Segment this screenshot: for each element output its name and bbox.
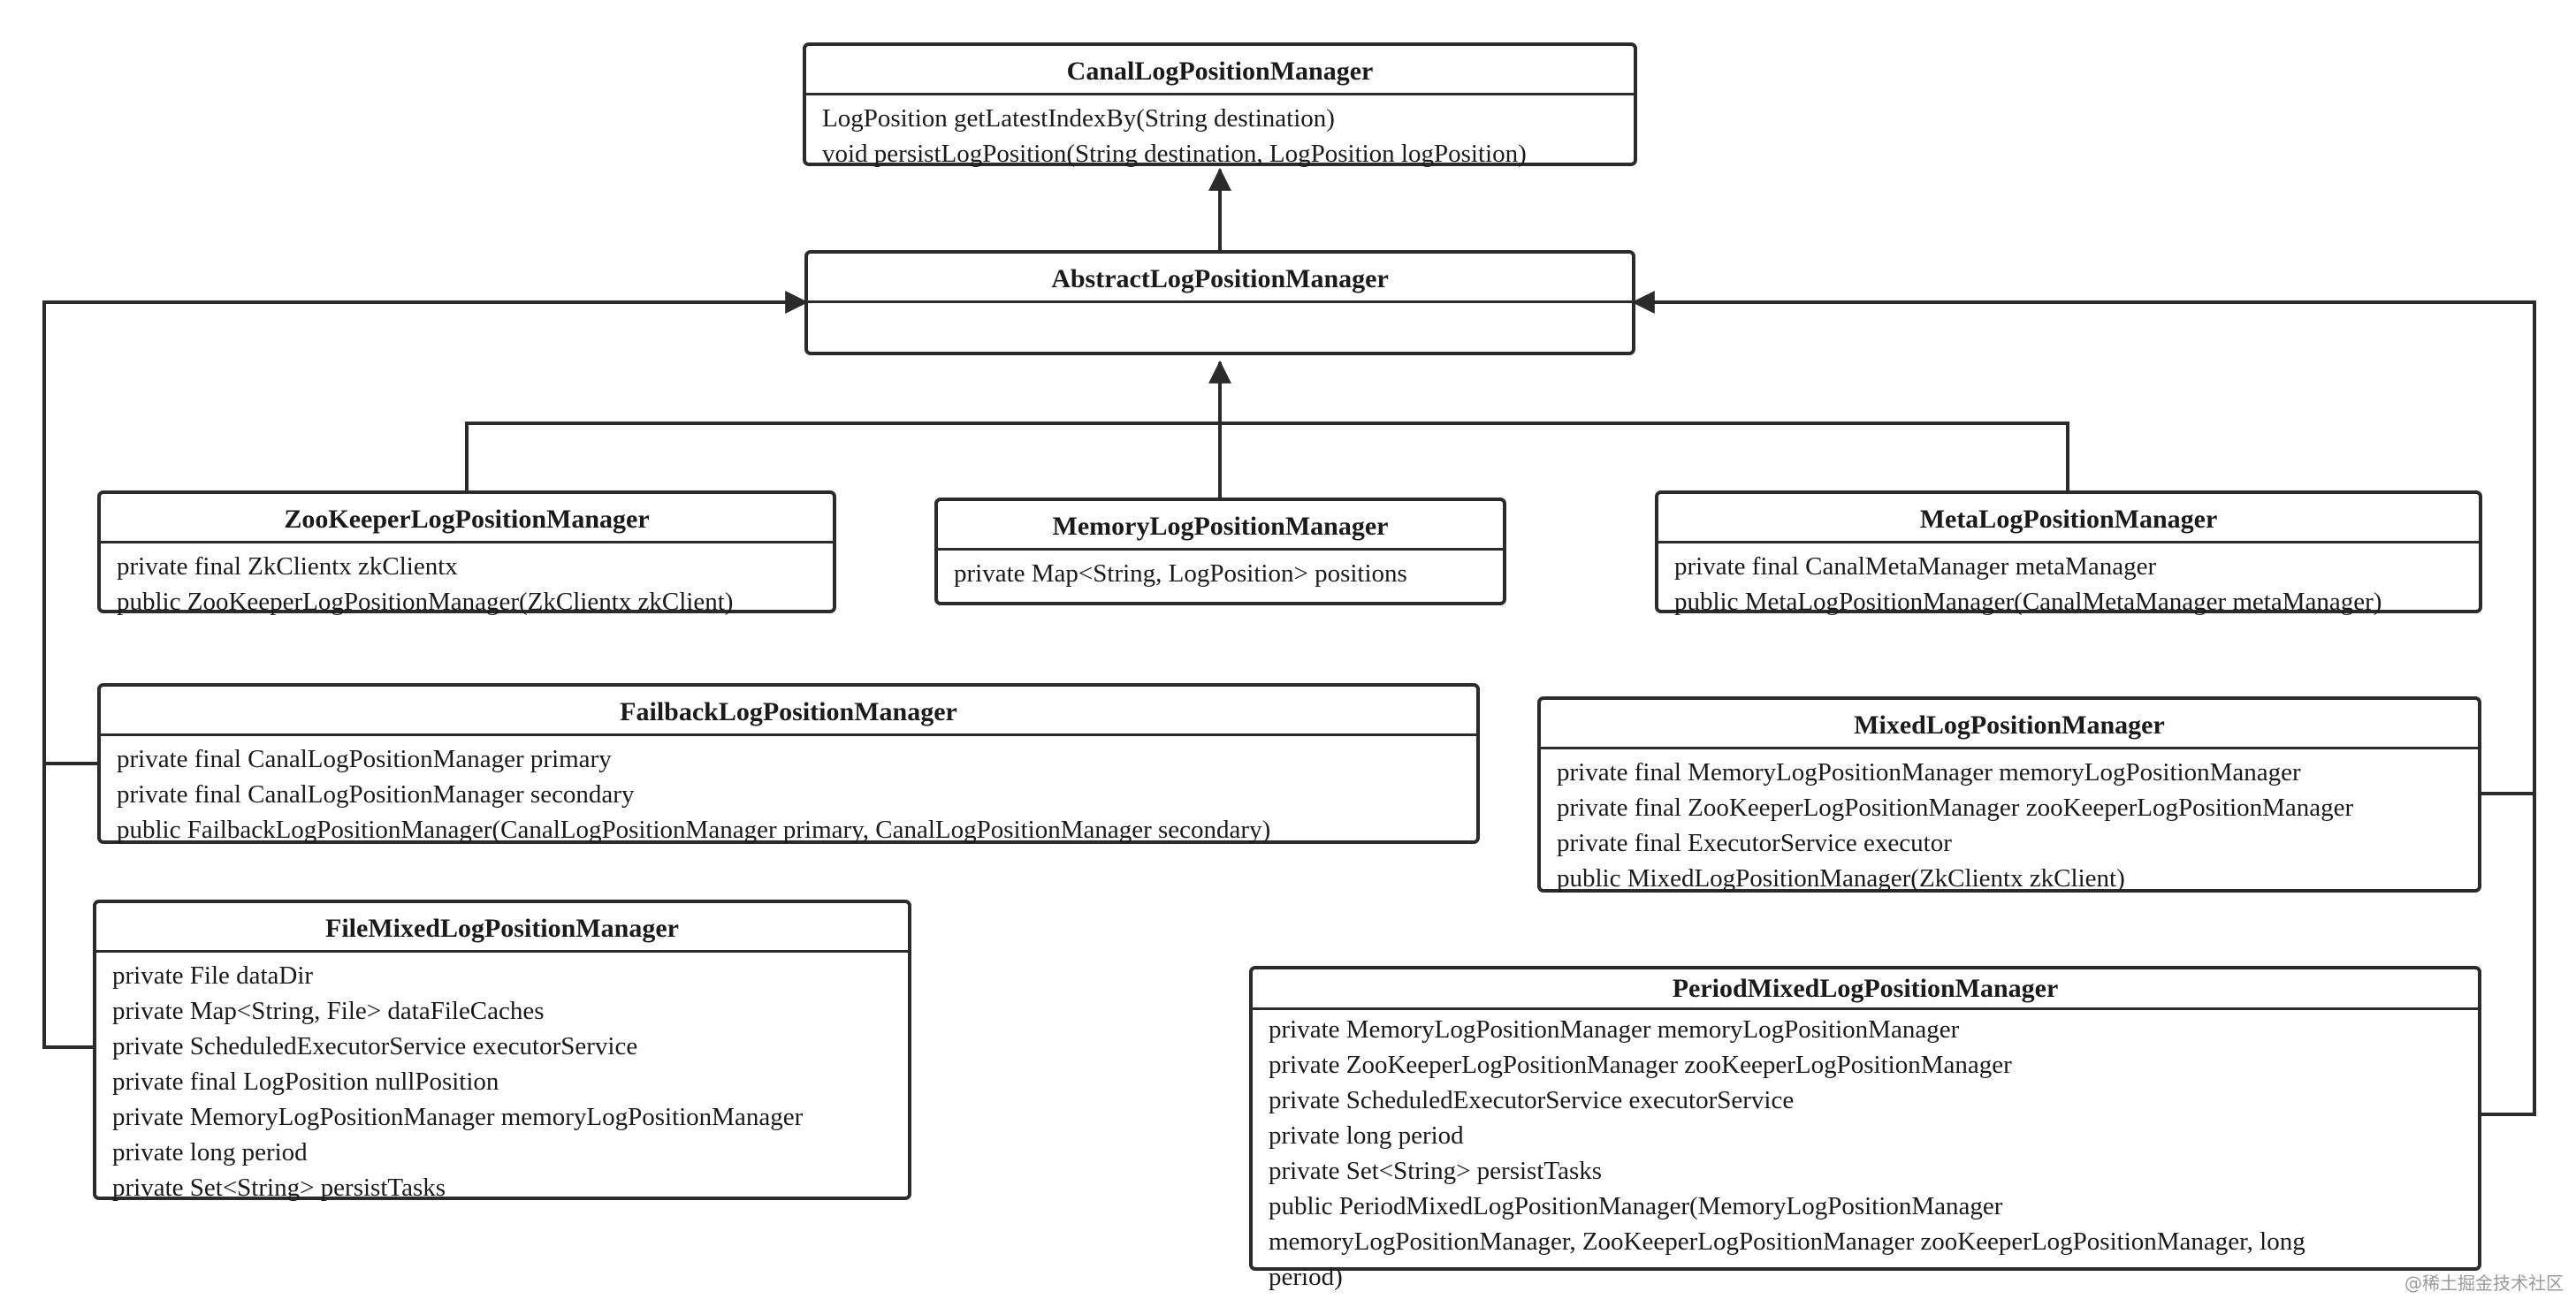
member: private final CanalLogPositionManager pr… xyxy=(117,745,612,773)
class-members: private File dataDir private Map<String,… xyxy=(96,953,908,1205)
class-members: private final MemoryLogPositionManager m… xyxy=(1541,749,2478,896)
member: private final ZkClientx zkClientx xyxy=(117,552,458,581)
member: private MemoryLogPositionManager memoryL… xyxy=(1269,1015,1960,1044)
member: private ScheduledExecutorService executo… xyxy=(112,1032,638,1060)
class-members: private MemoryLogPositionManager memoryL… xyxy=(1253,1010,2478,1295)
member: private final CanalLogPositionManager se… xyxy=(117,780,635,809)
member: period) xyxy=(1269,1263,1343,1291)
member: public FailbackLogPositionManager(CanalL… xyxy=(117,816,1271,844)
class-meta-log-position-manager[interactable]: MetaLogPositionManager private final Can… xyxy=(1655,490,2482,616)
class-file-mixed-log-position-manager[interactable]: FileMixedLogPositionManager private File… xyxy=(93,900,911,1202)
edge-zk-to-abstract xyxy=(465,422,2069,490)
member: private final LogPosition nullPosition xyxy=(112,1068,499,1096)
edge-left-bus xyxy=(42,291,809,1049)
member: memoryLogPositionManager, ZooKeeperLogPo… xyxy=(1269,1227,2305,1256)
class-name: FailbackLogPositionManager xyxy=(101,687,1476,736)
member: void persistLogPosition(String destinati… xyxy=(822,140,1527,168)
class-members: LogPosition getLatestIndexBy(String dest… xyxy=(806,95,1634,171)
class-members: private final CanalLogPositionManager pr… xyxy=(101,736,1476,847)
class-failback-log-position-manager[interactable]: FailbackLogPositionManager private final… xyxy=(97,683,1480,844)
class-members: private final CanalMetaManager metaManag… xyxy=(1658,543,2479,619)
member: private long period xyxy=(1269,1121,1464,1150)
class-name: AbstractLogPositionManager xyxy=(808,254,1632,303)
member: private long period xyxy=(112,1138,308,1166)
class-name: MemoryLogPositionManager xyxy=(938,501,1503,551)
member: private MemoryLogPositionManager memoryL… xyxy=(112,1103,804,1131)
class-name: PeriodMixedLogPositionManager xyxy=(1253,969,2478,1010)
class-name: FileMixedLogPositionManager xyxy=(96,903,908,953)
member: private Set<String> persistTasks xyxy=(1269,1157,1603,1185)
member: private ScheduledExecutorService executo… xyxy=(1269,1086,1795,1114)
member: LogPosition getLatestIndexBy(String dest… xyxy=(822,104,1335,133)
member: private File dataDir xyxy=(112,961,314,990)
class-members: private Map<String, LogPosition> positio… xyxy=(938,551,1503,591)
class-abstract-log-position-manager[interactable]: AbstractLogPositionManager xyxy=(804,250,1635,355)
member: private final ZooKeeperLogPositionManage… xyxy=(1557,794,2354,822)
class-name: MixedLogPositionManager xyxy=(1541,700,2478,749)
class-name: CanalLogPositionManager xyxy=(806,46,1634,95)
class-members: private final ZkClientx zkClientx public… xyxy=(101,543,833,619)
member: private final CanalMetaManager metaManag… xyxy=(1674,552,2157,581)
member: private Map<String, LogPosition> positio… xyxy=(954,559,1407,588)
class-name: ZooKeeperLogPositionManager xyxy=(101,494,833,543)
member: private final MemoryLogPositionManager m… xyxy=(1557,758,2301,786)
member: private Set<String> persistTasks xyxy=(112,1174,446,1202)
member: private final ExecutorService executor xyxy=(1557,829,1952,857)
member: public ZooKeeperLogPositionManager(ZkCli… xyxy=(117,588,734,616)
member: public MetaLogPositionManager(CanalMetaM… xyxy=(1674,588,2382,616)
member: private Map<String, File> dataFileCaches xyxy=(112,997,545,1025)
watermark-text: @稀土掘金技术社区 xyxy=(2405,1273,2564,1294)
member: public PeriodMixedLogPositionManager(Mem… xyxy=(1269,1192,2003,1220)
class-period-mixed-log-position-manager[interactable]: PeriodMixedLogPositionManager private Me… xyxy=(1249,966,2481,1291)
class-memory-log-position-manager[interactable]: MemoryLogPositionManager private Map<Str… xyxy=(934,498,1506,605)
class-mixed-log-position-manager[interactable]: MixedLogPositionManager private final Me… xyxy=(1537,696,2481,893)
member: private ZooKeeperLogPositionManager zooK… xyxy=(1269,1051,2012,1079)
class-zookeeper-log-position-manager[interactable]: ZooKeeperLogPositionManager private fina… xyxy=(97,490,836,616)
member: public MixedLogPositionManager(ZkClientx… xyxy=(1557,864,2125,893)
edge-right-bus xyxy=(1631,291,2536,1116)
class-canal-log-position-manager[interactable]: CanalLogPositionManager LogPosition getL… xyxy=(803,42,1637,168)
class-name: MetaLogPositionManager xyxy=(1658,494,2479,543)
